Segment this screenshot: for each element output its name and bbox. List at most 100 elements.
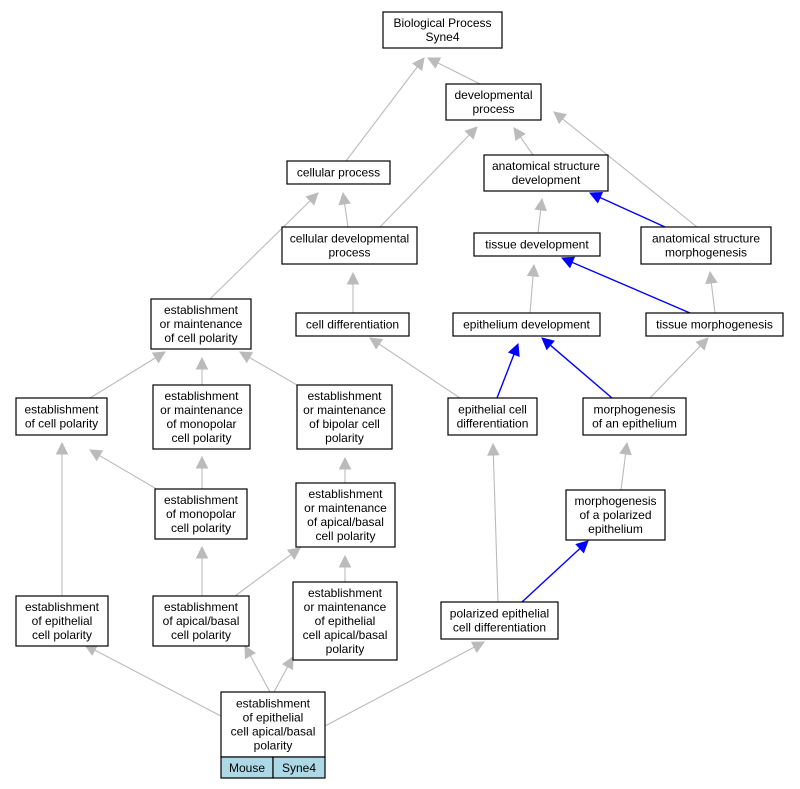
go-term-box <box>286 160 391 185</box>
go-term-label: anatomical structure <box>492 159 600 173</box>
go-term-label: cell polarity <box>32 628 92 642</box>
edge <box>513 127 534 156</box>
edge-line <box>209 200 311 300</box>
edge-arrowhead <box>588 192 604 204</box>
edge <box>534 197 547 234</box>
edge-arrowhead <box>526 263 540 277</box>
go-term-label: establishment <box>25 600 100 614</box>
go-term-node[interactable]: cell differentiation <box>295 312 410 337</box>
edge-line <box>99 455 161 492</box>
edge <box>346 271 360 313</box>
go-term-label: polarity <box>325 431 364 445</box>
go-term-box <box>15 595 109 647</box>
go-term-node[interactable]: cellular process <box>286 160 391 185</box>
edge <box>209 192 319 300</box>
edge-line <box>492 454 499 603</box>
edge-arrowhead <box>239 351 254 364</box>
go-term-label: of cell polarity <box>164 331 237 345</box>
go-term-label: morphogenesis <box>665 246 747 260</box>
edge-arrowhead <box>426 57 442 69</box>
edge <box>338 456 352 483</box>
go-term-label: cell polarity <box>171 431 231 445</box>
go-term-node[interactable]: tissue development <box>473 232 601 257</box>
go-term-label: epithelium development <box>463 318 590 332</box>
edge-line <box>437 62 481 85</box>
go-term-box <box>15 397 108 436</box>
go-term-label: cell differentiation <box>306 318 399 332</box>
go-term-label: of cell polarity <box>25 417 98 431</box>
edge-arrowhead <box>560 256 576 269</box>
go-term-node[interactable]: tissue morphogenesis <box>645 312 784 337</box>
go-term-label: Biological Process <box>393 16 491 30</box>
go-term-label: morphogenesis <box>574 494 656 508</box>
edge-arrowhead <box>338 456 352 470</box>
edge <box>338 191 351 228</box>
edge-arrowhead <box>346 271 360 285</box>
go-term-box <box>150 298 252 350</box>
edge-line <box>345 66 418 162</box>
go-term-label: process <box>472 102 514 116</box>
edge-line <box>379 134 470 228</box>
edge-arrowhead <box>487 442 500 456</box>
edge-arrowhead <box>281 656 294 671</box>
go-term-label: tissue morphogenesis <box>656 318 773 332</box>
edge <box>195 356 209 385</box>
edge-arrowhead <box>534 197 547 212</box>
gene-label: Syne4 <box>282 761 316 775</box>
edge-arrowhead <box>338 554 352 568</box>
go-term-label: establishment <box>164 493 239 507</box>
edge-highlighted <box>496 342 520 399</box>
annotation-table: Mouse Syne4 <box>220 756 326 779</box>
edge <box>526 263 540 314</box>
go-term-label: of monopolar <box>166 417 236 431</box>
go-term-label: of epithelial <box>243 711 304 725</box>
edge-arrowhead <box>507 342 520 358</box>
go-term-label: cell polarity <box>171 521 231 535</box>
edge-arrowhead <box>287 547 301 560</box>
edge-arrowhead <box>195 545 209 559</box>
go-term-label: of epithelial <box>315 614 376 628</box>
species-label: Mouse <box>229 761 265 775</box>
go-term-label: polarity <box>326 642 365 656</box>
edge-line <box>249 357 298 386</box>
edge <box>345 57 425 162</box>
go-term-label: cell polarity <box>315 529 375 543</box>
edge-arrowhead <box>338 191 351 206</box>
edge <box>239 351 298 386</box>
edge <box>195 455 209 489</box>
edge-arrowhead <box>705 270 718 285</box>
go-term-label: or maintenance <box>304 501 387 515</box>
edge-line <box>496 353 515 399</box>
go-term-label: or maintenance <box>303 403 386 417</box>
go-term-node[interactable]: epithelium development <box>452 312 601 337</box>
edge-arrowhead <box>619 441 632 456</box>
edge-line <box>234 554 292 597</box>
go-term-box <box>440 601 559 640</box>
go-term-label: cellular process <box>297 166 380 180</box>
go-term-box <box>152 384 251 450</box>
go-term-label: establishment <box>308 586 383 600</box>
edge <box>369 337 461 399</box>
go-term-box <box>445 83 542 121</box>
go-term-box <box>382 11 503 49</box>
